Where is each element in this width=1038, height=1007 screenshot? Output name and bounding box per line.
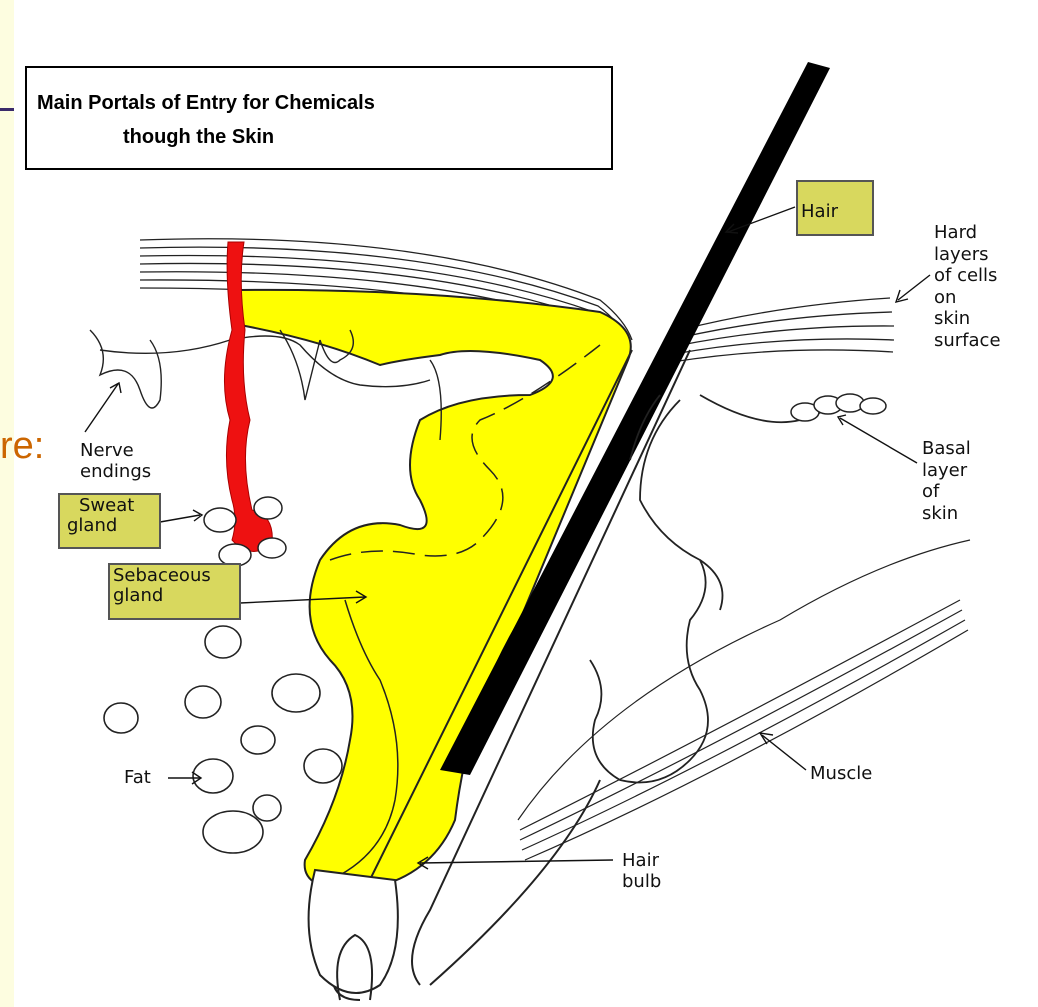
muscle-fibers (518, 540, 970, 860)
basal-layer-label: Basal layer of skin (922, 438, 971, 524)
nerve-endings-line: Nerve (80, 440, 151, 461)
hair-label: Hair (801, 201, 838, 222)
hair-bulb-label: Hair bulb (622, 850, 661, 892)
cut-off-slide-text: re: (0, 425, 44, 468)
basal-layer-line: layer (922, 460, 971, 482)
fat-cells (104, 626, 342, 853)
hard-layers-line: on (934, 287, 1001, 309)
nerve-endings-line: endings (80, 461, 151, 482)
fat-label: Fat (124, 767, 151, 788)
hard-layers-line: layers (934, 244, 1001, 266)
nerve-endings-label: Nerve endings (80, 440, 151, 482)
title-line-2: though the Skin (123, 126, 274, 149)
basal-layer-line: skin (922, 503, 971, 525)
sebaceous-gland-line: Sebaceous (113, 566, 236, 586)
sweat-gland-line: Sweat (63, 496, 156, 516)
diagram-title-box: Main Portals of Entry for Chemicals thou… (25, 66, 613, 170)
hair-label-box: Hair (796, 180, 874, 236)
sweat-gland-line: gland (63, 516, 156, 536)
sebaceous-gland-label-box: Sebaceous gland (108, 563, 241, 620)
hard-layers-label: Hard layers of cells on skin surface (934, 222, 1001, 351)
title-line-1: Main Portals of Entry for Chemicals (37, 92, 375, 115)
hair-bulb-line: bulb (622, 871, 661, 892)
muscle-label: Muscle (810, 763, 872, 784)
sebaceous-gland-line: gland (113, 586, 236, 606)
hair-bulb-line: Hair (622, 850, 661, 871)
hard-layers-line: surface (934, 330, 1001, 352)
basal-layer-line: of (922, 481, 971, 503)
sweat-gland-label-box: Sweat gland (58, 493, 161, 549)
basal-layer-line: Basal (922, 438, 971, 460)
hard-layers-line: of cells (934, 265, 1001, 287)
hard-layers-line: skin (934, 308, 1001, 330)
sebaceous-gland-shape (240, 290, 631, 890)
hard-layers-line: Hard (934, 222, 1001, 244)
hair-bulb-shape (309, 870, 398, 1000)
